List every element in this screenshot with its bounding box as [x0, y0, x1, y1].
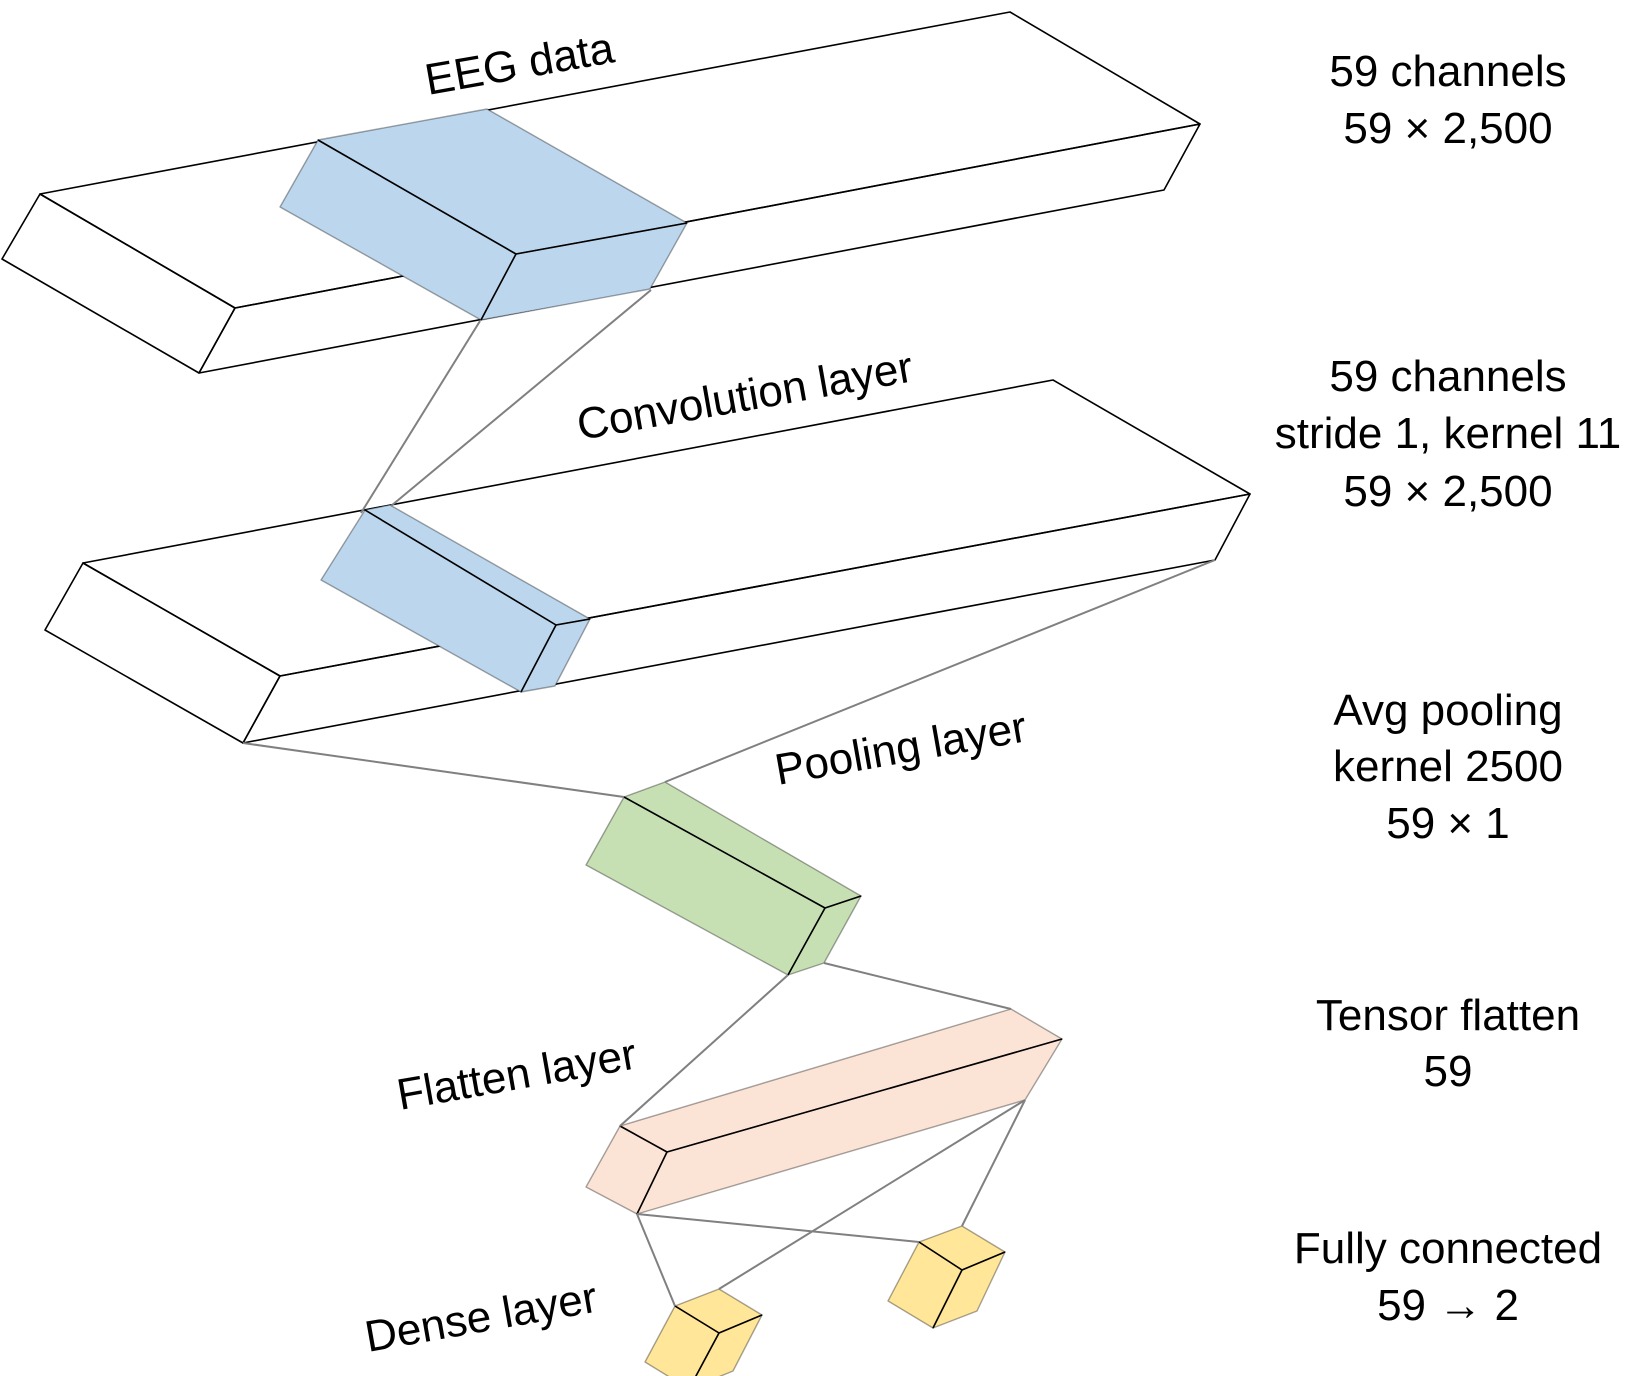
dense-info-line: Fully connected	[1294, 1224, 1602, 1273]
conv-kernel-window	[320, 504, 591, 693]
dense-layer-info: Fully connected 59 → 2	[1294, 1224, 1602, 1330]
flatten-layer-block	[585, 1008, 1063, 1215]
flatten-info-line: 59	[1424, 1047, 1473, 1096]
eeg-data-info-line: 59 × 2,500	[1343, 104, 1552, 153]
eeg-kernel-window	[279, 108, 688, 321]
eeg-data-info: 59 channels 59 × 2,500	[1329, 47, 1566, 153]
pooling-info-line: Avg pooling	[1333, 686, 1562, 735]
pooling-layer-block	[585, 781, 862, 976]
flatten-layer-info: Tensor flatten 59	[1316, 991, 1580, 1096]
layer-connectors	[242, 289, 1216, 1307]
dense-neuron-1	[644, 1288, 763, 1376]
convolution-info-line: stride 1, kernel 11	[1275, 409, 1621, 458]
pooling-info-line: 59 × 1	[1386, 799, 1510, 848]
convolution-layer-info: 59 channels stride 1, kernel 11 59 × 2,5…	[1275, 352, 1621, 516]
eeg-data-block	[1, 11, 1201, 374]
flatten-layer-label: Flatten layer	[393, 1030, 640, 1120]
pooling-layer-info: Avg pooling kernel 2500 59 × 1	[1333, 686, 1563, 848]
convolution-info-line: 59 × 2,500	[1343, 467, 1552, 516]
pooling-info-line: kernel 2500	[1333, 742, 1563, 791]
eeg-data-label: EEG data	[421, 23, 618, 104]
convolution-layer-label: Convolution layer	[573, 343, 916, 450]
convolution-info-line: 59 channels	[1329, 352, 1566, 401]
eeg-data-info-line: 59 channels	[1329, 47, 1566, 96]
dense-neuron-2	[887, 1225, 1006, 1329]
flatten-info-line: Tensor flatten	[1316, 991, 1580, 1040]
dense-info-line: 59 → 2	[1377, 1281, 1519, 1330]
pooling-layer-label: Pooling layer	[771, 702, 1030, 794]
dense-layer-label: Dense layer	[361, 1273, 601, 1362]
